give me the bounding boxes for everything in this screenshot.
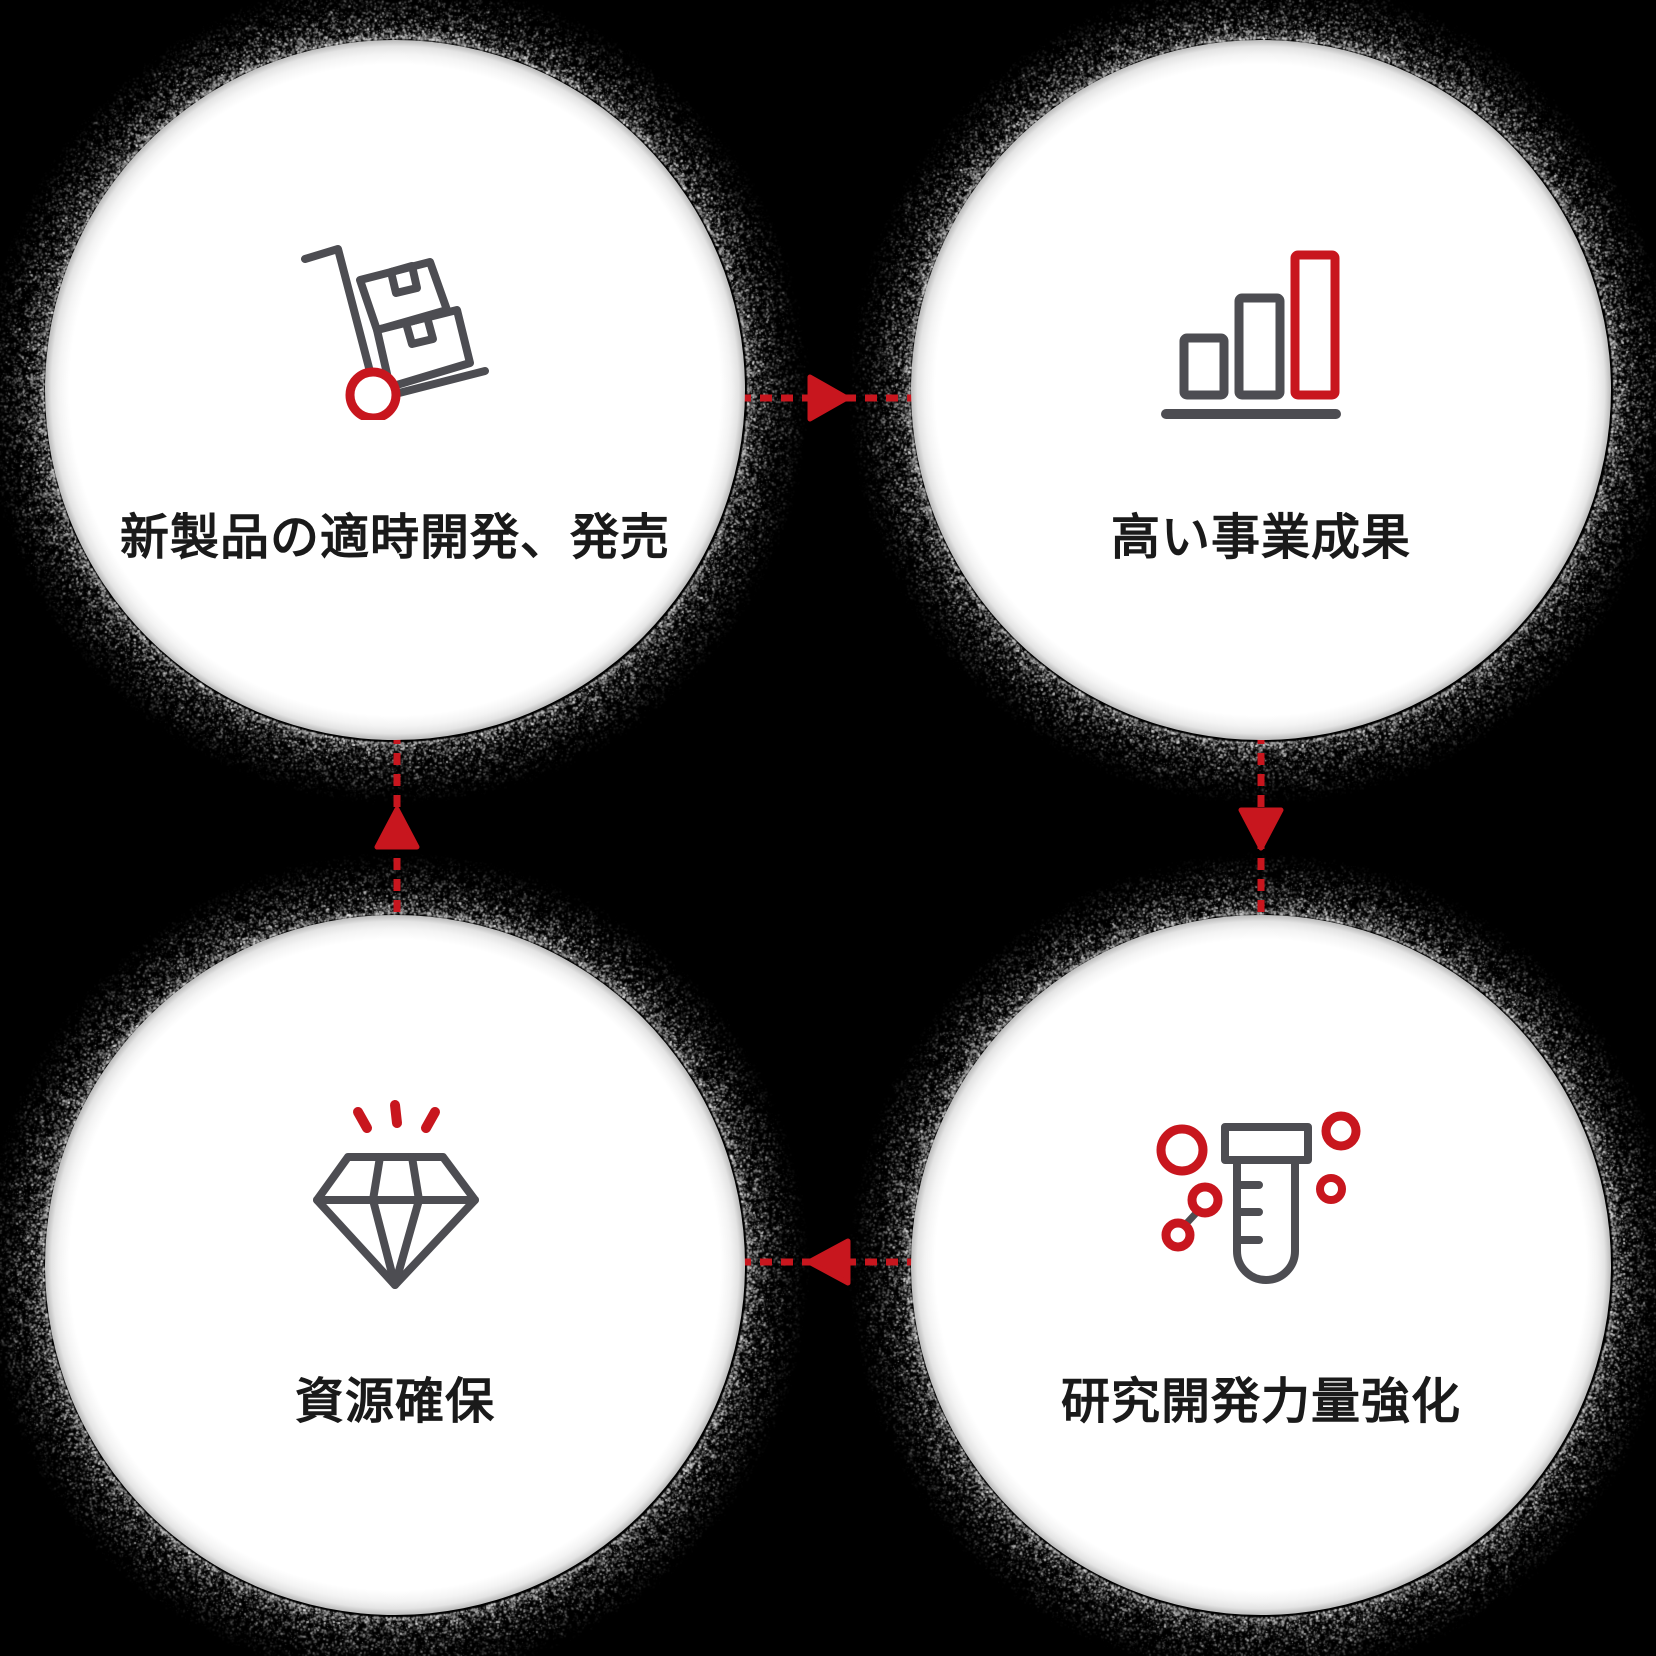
diamond-icon [313,1100,479,1289]
node-label: 資源確保 [294,1375,495,1429]
node-label: 高い事業成果 [1110,511,1411,565]
arrow-head-left-icon [806,1238,851,1286]
node-label: 研究開発力量強化 [1060,1375,1461,1429]
arrow-head-down-icon [1238,807,1284,851]
cycle-node-bottom-right: 研究開発力量強化 [911,915,1611,1615]
cycle-node-top-left: 新製品の適時開発、発売 [45,40,745,740]
arrow-head-up-icon [374,806,420,850]
node-label: 新製品の適時開発、発売 [119,511,670,565]
hand-truck-icon [301,245,489,420]
test-tube-icon [1156,1111,1361,1284]
cycle-node-bottom-left: 資源確保 [45,915,745,1615]
arrow-head-right-icon [807,374,850,422]
bar-chart-icon [1161,250,1341,419]
cycle-node-top-right: 高い事業成果 [911,40,1611,740]
